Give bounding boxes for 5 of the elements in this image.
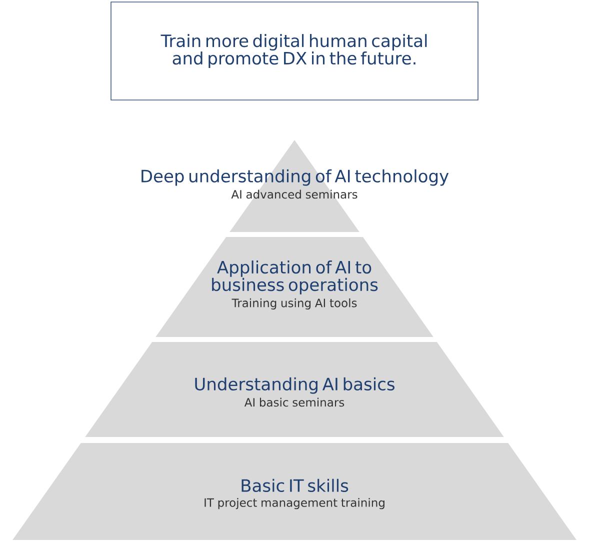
- pyramid-level: Deep understanding of AI technology AI advanced seminars: [142, 140, 449, 232]
- goal-box: Train more digital human capital and promote DX in the future.: [110, 2, 478, 100]
- pyramid-level: Application of AI to business operations Training using AI tools: [156, 237, 434, 337]
- pyramid-level: Basic IT skills IT project management training: [12, 443, 576, 540]
- pyramid-level: Understanding AI basics AI basic seminars: [85, 342, 504, 437]
